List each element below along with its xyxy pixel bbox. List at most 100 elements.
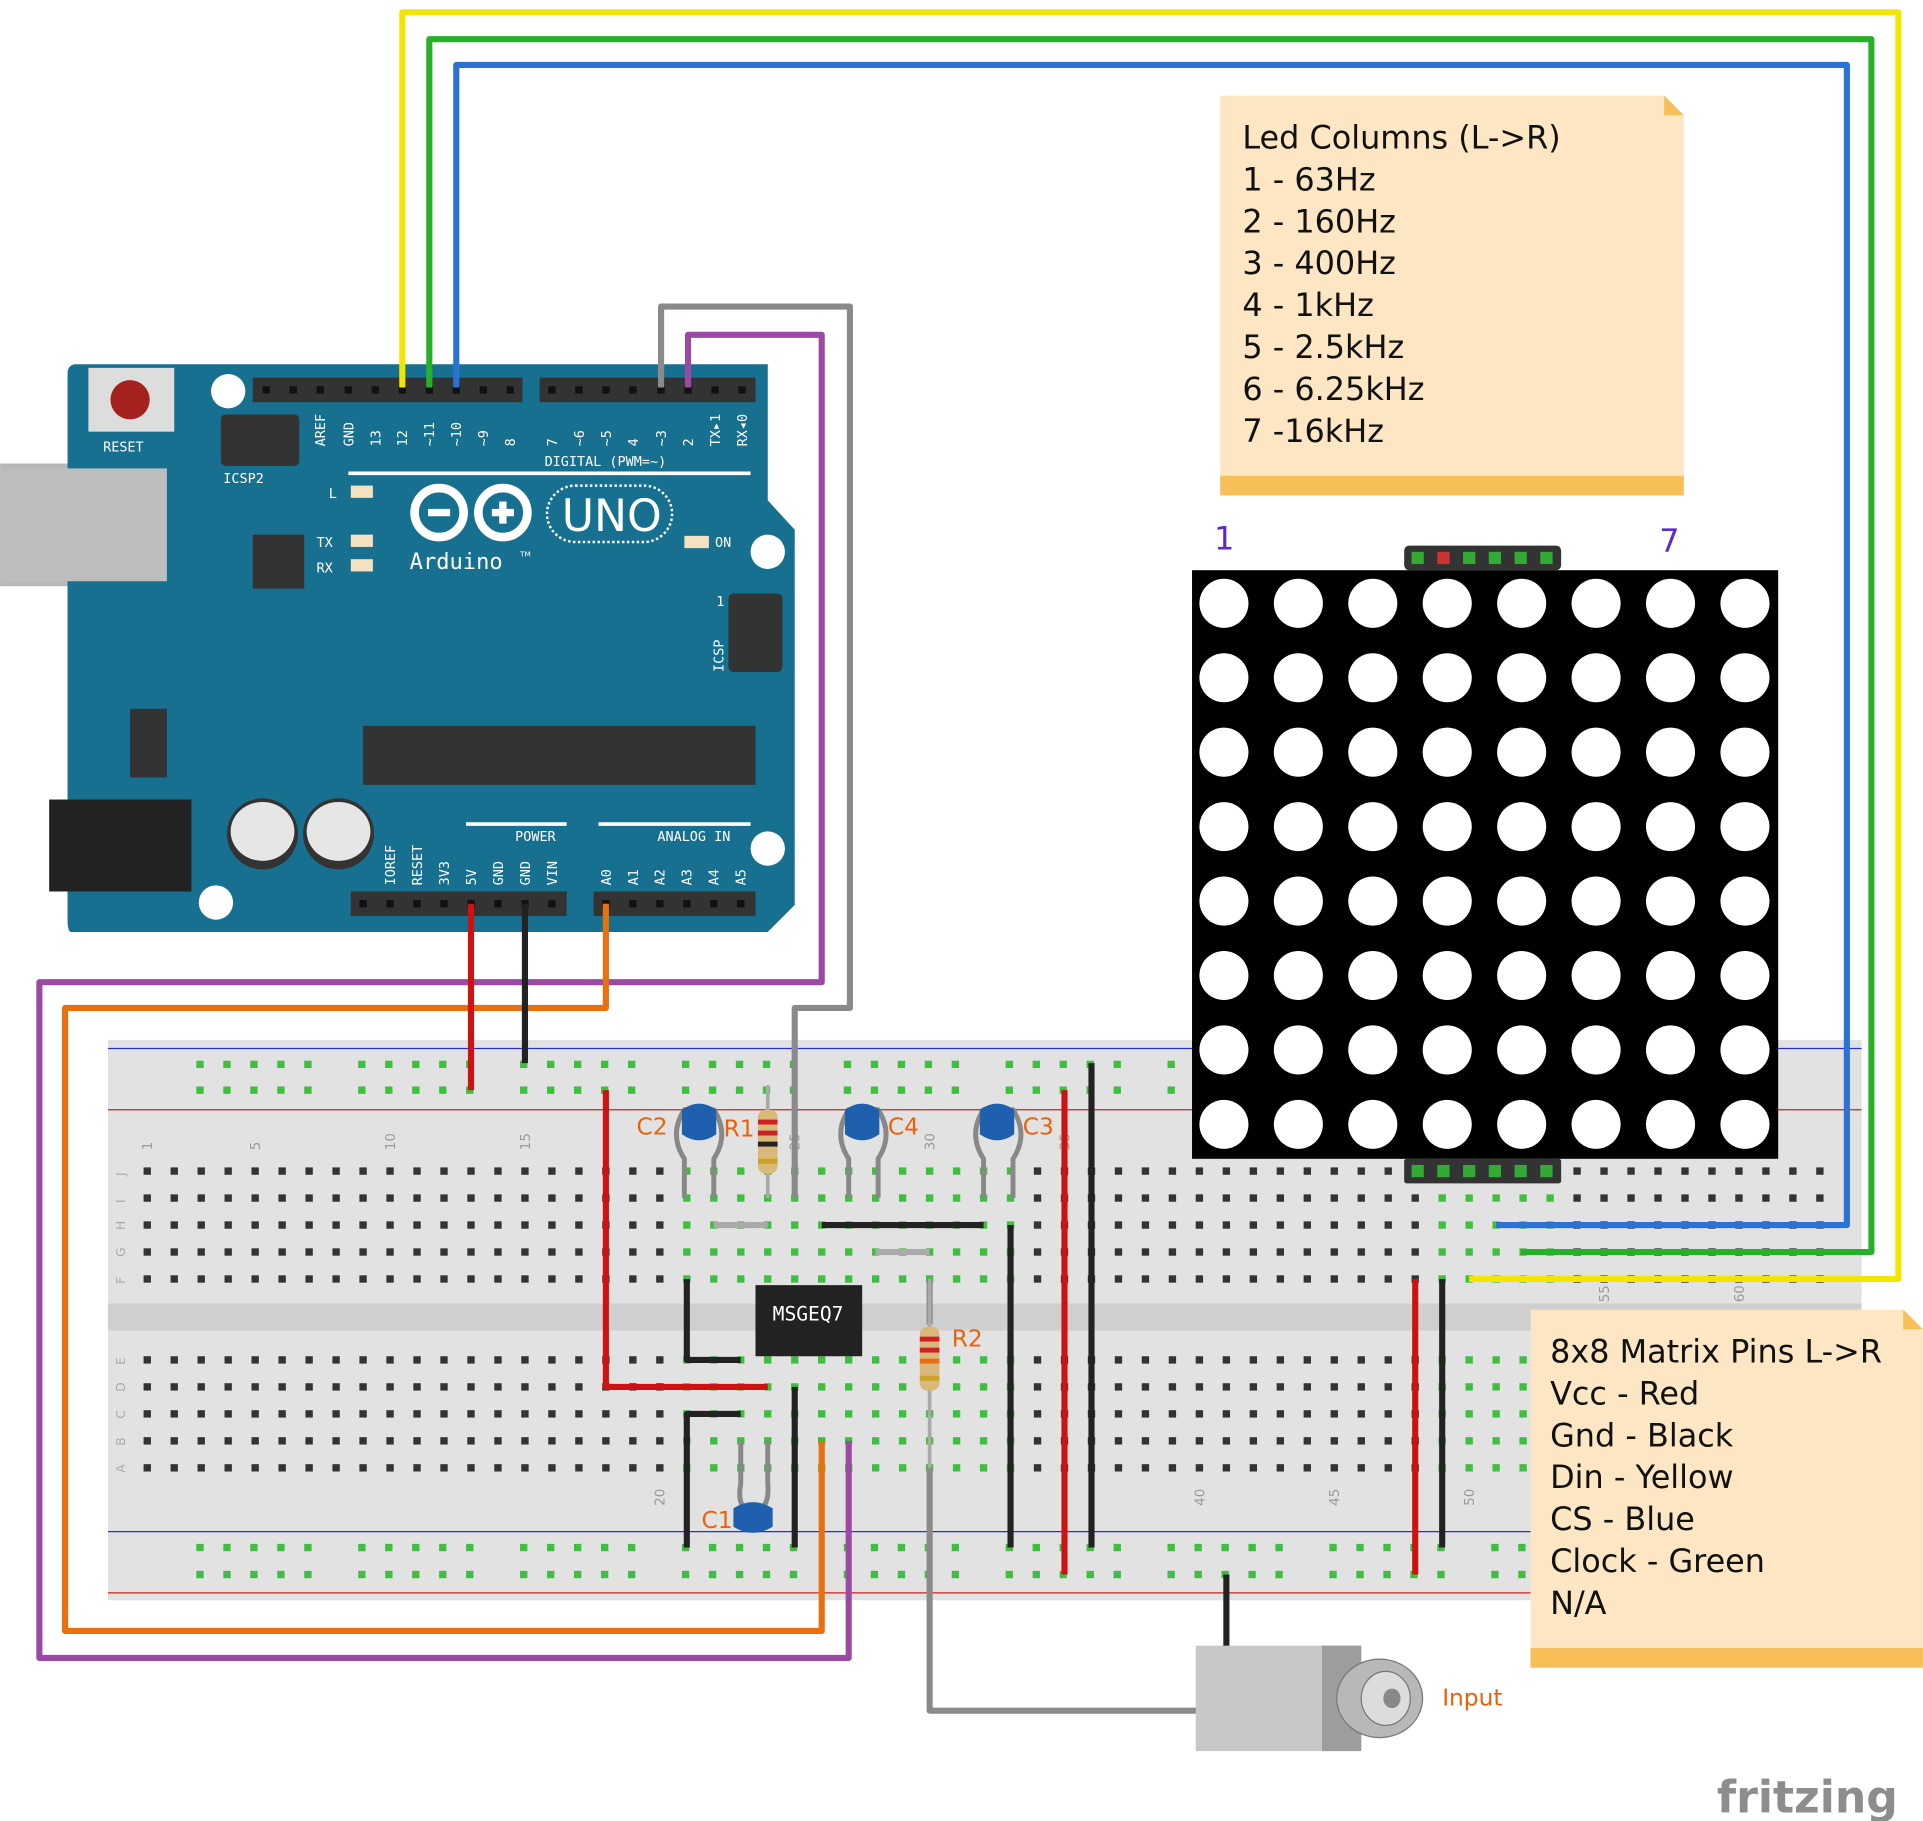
breadboard-hole[interactable] <box>1465 1437 1473 1445</box>
rail-hole[interactable] <box>1005 1570 1014 1579</box>
breadboard-hole[interactable] <box>359 1275 367 1283</box>
breadboard-hole[interactable] <box>1330 1383 1338 1391</box>
breadboard-hole[interactable] <box>1222 1194 1231 1202</box>
breadboard-hole[interactable] <box>1276 1437 1285 1445</box>
breadboard-hole[interactable] <box>629 1356 637 1364</box>
rail-hole[interactable] <box>681 1570 690 1579</box>
breadboard-hole[interactable] <box>575 1356 583 1364</box>
breadboard-hole[interactable] <box>791 1275 799 1283</box>
breadboard-hole[interactable] <box>251 1194 259 1202</box>
breadboard-hole[interactable] <box>467 1356 475 1364</box>
breadboard-hole[interactable] <box>1330 1356 1338 1364</box>
header-pin[interactable] <box>440 900 448 908</box>
rail-hole[interactable] <box>439 1060 447 1069</box>
rail-hole[interactable] <box>1032 1570 1040 1579</box>
breadboard-hole[interactable] <box>1384 1221 1392 1229</box>
breadboard-hole[interactable] <box>170 1167 178 1175</box>
breadboard-hole[interactable] <box>1735 1167 1743 1175</box>
breadboard-hole[interactable] <box>952 1194 961 1202</box>
breadboard-hole[interactable] <box>710 1464 718 1472</box>
breadboard-hole[interactable] <box>1222 1248 1231 1256</box>
breadboard-hole[interactable] <box>1627 1167 1635 1175</box>
breadboard-hole[interactable] <box>386 1464 394 1472</box>
rail-hole[interactable] <box>574 1060 582 1069</box>
rail-hole[interactable] <box>951 1543 960 1552</box>
breadboard-hole[interactable] <box>1222 1410 1231 1418</box>
breadboard-hole[interactable] <box>1357 1221 1365 1229</box>
breadboard-hole[interactable] <box>1654 1167 1662 1175</box>
breadboard-hole[interactable] <box>332 1356 340 1364</box>
breadboard-hole[interactable] <box>305 1167 313 1175</box>
header-pin[interactable] <box>602 386 610 394</box>
header-pin[interactable] <box>425 386 433 394</box>
header-pin[interactable] <box>289 386 297 394</box>
rail-hole[interactable] <box>466 1543 474 1552</box>
breadboard-hole[interactable] <box>413 1275 421 1283</box>
header-pin[interactable] <box>398 386 407 394</box>
breadboard-hole[interactable] <box>1492 1410 1500 1418</box>
breadboard-hole[interactable] <box>1303 1464 1311 1472</box>
breadboard-hole[interactable] <box>1519 1437 1527 1445</box>
breadboard-hole[interactable] <box>1276 1194 1285 1202</box>
breadboard-hole[interactable] <box>143 1464 151 1472</box>
breadboard-hole[interactable] <box>143 1194 151 1202</box>
breadboard-hole[interactable] <box>1222 1167 1231 1175</box>
rail-hole[interactable] <box>277 1060 285 1069</box>
breadboard-hole[interactable] <box>1330 1464 1338 1472</box>
rail-hole[interactable] <box>223 1543 231 1552</box>
breadboard-hole[interactable] <box>1168 1167 1177 1175</box>
breadboard-hole[interactable] <box>1195 1248 1204 1256</box>
rail-hole[interactable] <box>547 1543 555 1552</box>
rail-hole[interactable] <box>1113 1086 1121 1094</box>
breadboard-hole[interactable] <box>1195 1167 1204 1175</box>
breadboard-hole[interactable] <box>898 1167 907 1175</box>
breadboard-hole[interactable] <box>413 1194 421 1202</box>
breadboard-hole[interactable] <box>1141 1167 1150 1175</box>
breadboard-hole[interactable] <box>871 1383 880 1391</box>
breadboard-hole[interactable] <box>764 1410 772 1418</box>
breadboard-hole[interactable] <box>386 1383 394 1391</box>
header-pin[interactable] <box>738 386 746 394</box>
rail-hole[interactable] <box>1248 1570 1256 1579</box>
rail-hole[interactable] <box>843 1086 852 1094</box>
breadboard-hole[interactable] <box>1114 1356 1123 1364</box>
rail-hole[interactable] <box>304 1543 312 1552</box>
header-pin[interactable] <box>494 900 502 908</box>
breadboard-hole[interactable] <box>332 1194 340 1202</box>
breadboard-hole[interactable] <box>224 1383 232 1391</box>
rail-hole[interactable] <box>1167 1570 1175 1579</box>
breadboard-hole[interactable] <box>898 1464 907 1472</box>
breadboard-hole[interactable] <box>656 1167 664 1175</box>
breadboard-hole[interactable] <box>1465 1248 1473 1256</box>
breadboard-hole[interactable] <box>629 1248 637 1256</box>
breadboard-hole[interactable] <box>1303 1248 1311 1256</box>
breadboard-hole[interactable] <box>979 1464 988 1472</box>
breadboard-hole[interactable] <box>952 1275 961 1283</box>
breadboard-hole[interactable] <box>602 1437 610 1445</box>
breadboard-hole[interactable] <box>278 1410 286 1418</box>
rail-hole[interactable] <box>1356 1543 1364 1552</box>
breadboard-hole[interactable] <box>1303 1167 1311 1175</box>
breadboard-hole[interactable] <box>467 1464 475 1472</box>
rail-hole[interactable] <box>1113 1543 1121 1552</box>
breadboard-hole[interactable] <box>1114 1410 1123 1418</box>
rail-hole[interactable] <box>574 1086 582 1094</box>
breadboard-hole[interactable] <box>332 1167 340 1175</box>
rail-hole[interactable] <box>1005 1060 1014 1069</box>
breadboard-hole[interactable] <box>1384 1194 1392 1202</box>
breadboard-hole[interactable] <box>494 1167 502 1175</box>
breadboard-hole[interactable] <box>818 1410 826 1418</box>
rail-hole[interactable] <box>1167 1086 1175 1094</box>
breadboard-hole[interactable] <box>332 1383 340 1391</box>
breadboard-hole[interactable] <box>629 1464 637 1472</box>
rail-hole[interactable] <box>924 1086 933 1094</box>
breadboard-hole[interactable] <box>1195 1221 1204 1229</box>
breadboard-hole[interactable] <box>1168 1383 1177 1391</box>
breadboard-hole[interactable] <box>224 1464 232 1472</box>
rail-hole[interactable] <box>1383 1543 1391 1552</box>
header-pin[interactable] <box>629 386 637 394</box>
rail-hole[interactable] <box>1275 1543 1283 1552</box>
breadboard-hole[interactable] <box>1708 1194 1716 1202</box>
breadboard-hole[interactable] <box>521 1194 529 1202</box>
rail-hole[interactable] <box>412 1543 420 1552</box>
